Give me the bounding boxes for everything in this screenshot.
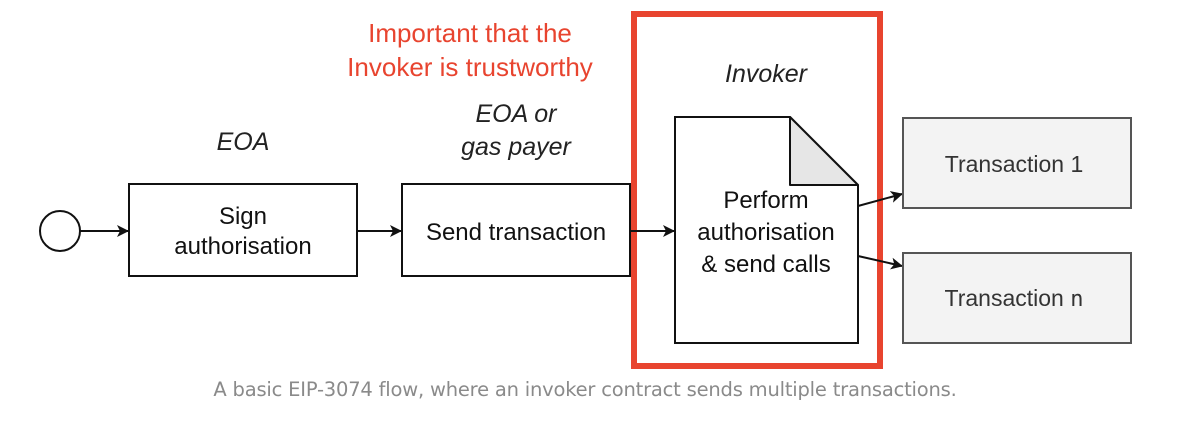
start-event-circle [39,210,81,252]
perform-label-line1: Perform [723,187,808,214]
transaction-1-label: Transaction 1 [945,151,1084,177]
arrow-perform-to-tx1 [857,191,903,207]
transaction-n-label: Transaction n [945,285,1084,312]
role-invoker: Invoker [725,60,809,88]
perform-label-line3: & send calls [701,251,830,278]
transaction-n-box [902,252,1132,344]
figure-caption: A basic EIP-3074 flow, where an invoker … [213,378,957,401]
send-transaction-label: Send transaction [426,219,606,246]
role-eoa: EOA [217,128,270,156]
document-fold-corner [789,116,859,186]
role-payer-line2: gas payer [461,133,572,161]
sign-authorisation-box [128,183,358,277]
annotation-line1: Important that the [368,18,572,48]
transaction-1-box [902,117,1132,209]
transaction-n-suffix: n [1070,287,1083,312]
arrow-perform-to-txn [857,255,903,270]
perform-label-line2: authorisation [697,219,834,246]
sign-authorisation-label-line2: authorisation [174,233,311,260]
role-payer-line1: EOA or [475,100,558,128]
annotation-line2: Invoker is trustworthy [347,52,593,82]
transaction-n-prefix: Transaction [945,285,1064,311]
send-transaction-box [401,183,631,277]
sign-authorisation-label-line1: Sign [219,203,267,230]
invoker-highlight-box [631,11,883,369]
